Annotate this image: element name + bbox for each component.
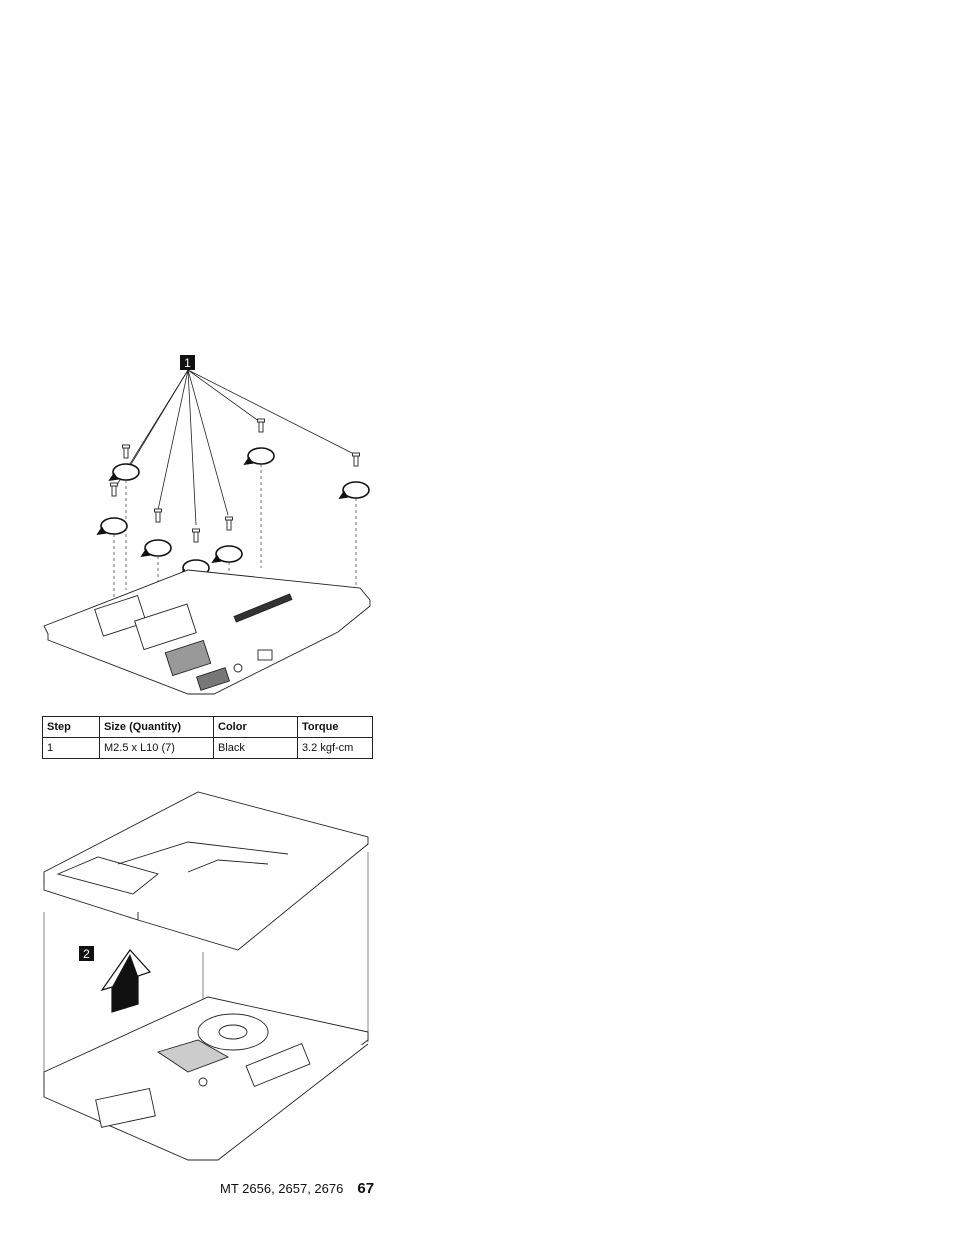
- header-torque: Torque: [297, 716, 373, 738]
- table-row: 1 M2.5 x L10 (7) Black 3.2 kgf-cm: [42, 737, 373, 759]
- cell-torque: 3.2 kgf-cm: [297, 737, 373, 759]
- rotate-arrow-icon: [108, 463, 140, 482]
- header-size: Size (Quantity): [99, 716, 214, 738]
- lower-chassis: [43, 996, 369, 1161]
- rotate-arrow-icon: [243, 447, 275, 466]
- screw-removal-figure: 1: [43, 355, 371, 695]
- cell-step: 1: [42, 737, 100, 759]
- screw-icon: [110, 482, 118, 497]
- rotate-arrow-icon: [338, 481, 370, 500]
- header-step: Step: [42, 716, 100, 738]
- page-footer: MT 2656, 2657, 2676 67: [220, 1180, 374, 1197]
- rotate-arrow-icon: [96, 517, 128, 536]
- header-color: Color: [213, 716, 298, 738]
- screw-icon: [122, 444, 130, 459]
- callout-2-box: [79, 946, 94, 961]
- footer-models: MT 2656, 2657, 2676: [220, 1181, 344, 1196]
- rotate-arrow-icon: [140, 539, 172, 558]
- computer-base: [43, 569, 371, 695]
- screw-icon: [257, 418, 265, 433]
- callout-2-label: 2: [83, 947, 90, 961]
- top-cover: [43, 791, 369, 951]
- screw-icon: [225, 516, 233, 531]
- screw-icon: [154, 508, 162, 523]
- cell-size: M2.5 x L10 (7): [99, 737, 214, 759]
- cover-lift-figure: 2: [43, 791, 369, 1161]
- callout-1-box: [180, 355, 195, 370]
- leader-lines: [114, 369, 355, 526]
- alignment-lines: [43, 852, 369, 1082]
- screw-icon: [192, 528, 200, 543]
- screw-icon: [352, 452, 360, 467]
- table-header-row: Step Size (Quantity) Color Torque: [42, 716, 373, 738]
- rotation-arrows: [96, 447, 370, 578]
- page-number: 67: [357, 1180, 375, 1197]
- lift-arrow-icon: [100, 949, 152, 1013]
- cell-color: Black: [213, 737, 298, 759]
- rotate-arrow-icon: [211, 545, 243, 564]
- screw-spec-table: Step Size (Quantity) Color Torque 1 M2.5…: [42, 716, 373, 759]
- screws: [110, 418, 360, 543]
- callout-1-label: 1: [184, 356, 191, 370]
